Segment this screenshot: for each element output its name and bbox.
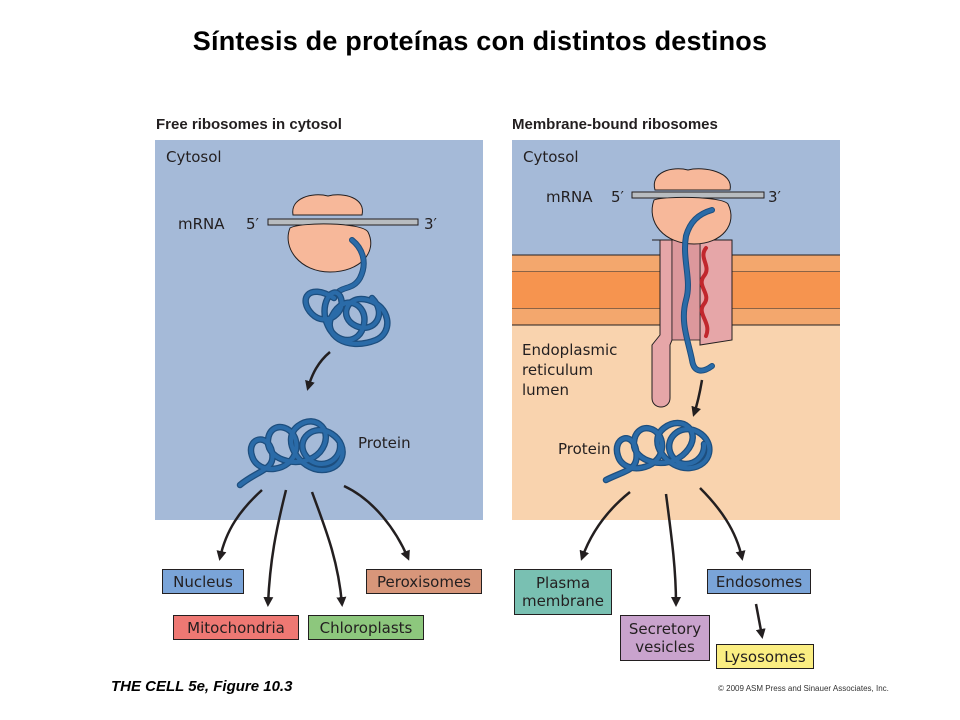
secretory-vesicles-line2: vesicles	[635, 638, 695, 656]
left-panel-heading: Free ribosomes in cytosol	[156, 116, 342, 133]
right-panel-heading: Membrane-bound ribosomes	[512, 116, 718, 133]
arrow-to-nucleus	[216, 489, 263, 561]
nucleus-box: Nucleus	[162, 569, 244, 594]
er-lumen-label-line2: reticulum	[522, 361, 594, 379]
right-mrna-label: mRNA	[546, 188, 593, 206]
right-ribosome	[651, 168, 732, 245]
lysosomes-box: Lysosomes	[716, 644, 814, 669]
right-three-prime-label: 3′	[768, 188, 781, 206]
er-lumen-label-line3: lumen	[522, 381, 570, 399]
arrow-to-chloroplasts	[310, 491, 347, 607]
arrow-to-endosomes	[699, 487, 746, 561]
right-cytosol-label: Cytosol	[523, 148, 579, 166]
signal-sequence	[699, 246, 710, 338]
right-final-protein	[602, 419, 713, 484]
arrow-to-secretory-vesicles	[664, 493, 681, 607]
left-ribosome	[287, 194, 372, 273]
right-protein-label: Protein	[558, 440, 611, 458]
left-five-prime-label: 5′	[246, 215, 259, 233]
page-title: Síntesis de proteínas con distintos dest…	[192, 26, 768, 56]
plasma-membrane-line2: membrane	[521, 592, 605, 610]
plasma-membrane-line1: Plasma	[535, 574, 591, 592]
arrow-to-lysosomes	[754, 603, 766, 639]
endosomes-box: Endosomes	[707, 569, 811, 594]
left-mrna-strand	[267, 218, 419, 226]
arrow-to-mitochondria	[263, 489, 288, 607]
left-three-prime-label: 3′	[424, 215, 437, 233]
arrow-to-plasma-membrane	[579, 491, 631, 561]
figure-caption: THE CELL 5e, Figure 10.3	[111, 678, 293, 695]
secretory-vesicles-line1: Secretory	[628, 620, 702, 638]
left-mrna-label: mRNA	[178, 215, 225, 233]
left-final-protein	[236, 418, 346, 489]
plasma-membrane-box: Plasma membrane	[514, 569, 612, 615]
right-folding-arrow	[691, 379, 704, 417]
secretory-vesicles-box: Secretory vesicles	[620, 615, 710, 661]
arrow-to-peroxisomes	[343, 484, 410, 561]
copyright-notice: © 2009 ASM Press and Sinauer Associates,…	[718, 684, 889, 693]
er-lumen-label-line1: Endoplasmic	[522, 341, 618, 359]
right-mrna-strand	[631, 191, 765, 199]
left-folding-protein	[302, 288, 391, 348]
peroxisomes-box: Peroxisomes	[366, 569, 482, 594]
mitochondria-box: Mitochondria	[173, 615, 299, 640]
chloroplasts-box: Chloroplasts	[308, 615, 424, 640]
right-five-prime-label: 5′	[611, 188, 624, 206]
left-protein-label: Protein	[358, 434, 411, 452]
left-folding-arrow	[305, 351, 331, 391]
left-cytosol-label: Cytosol	[166, 148, 222, 166]
